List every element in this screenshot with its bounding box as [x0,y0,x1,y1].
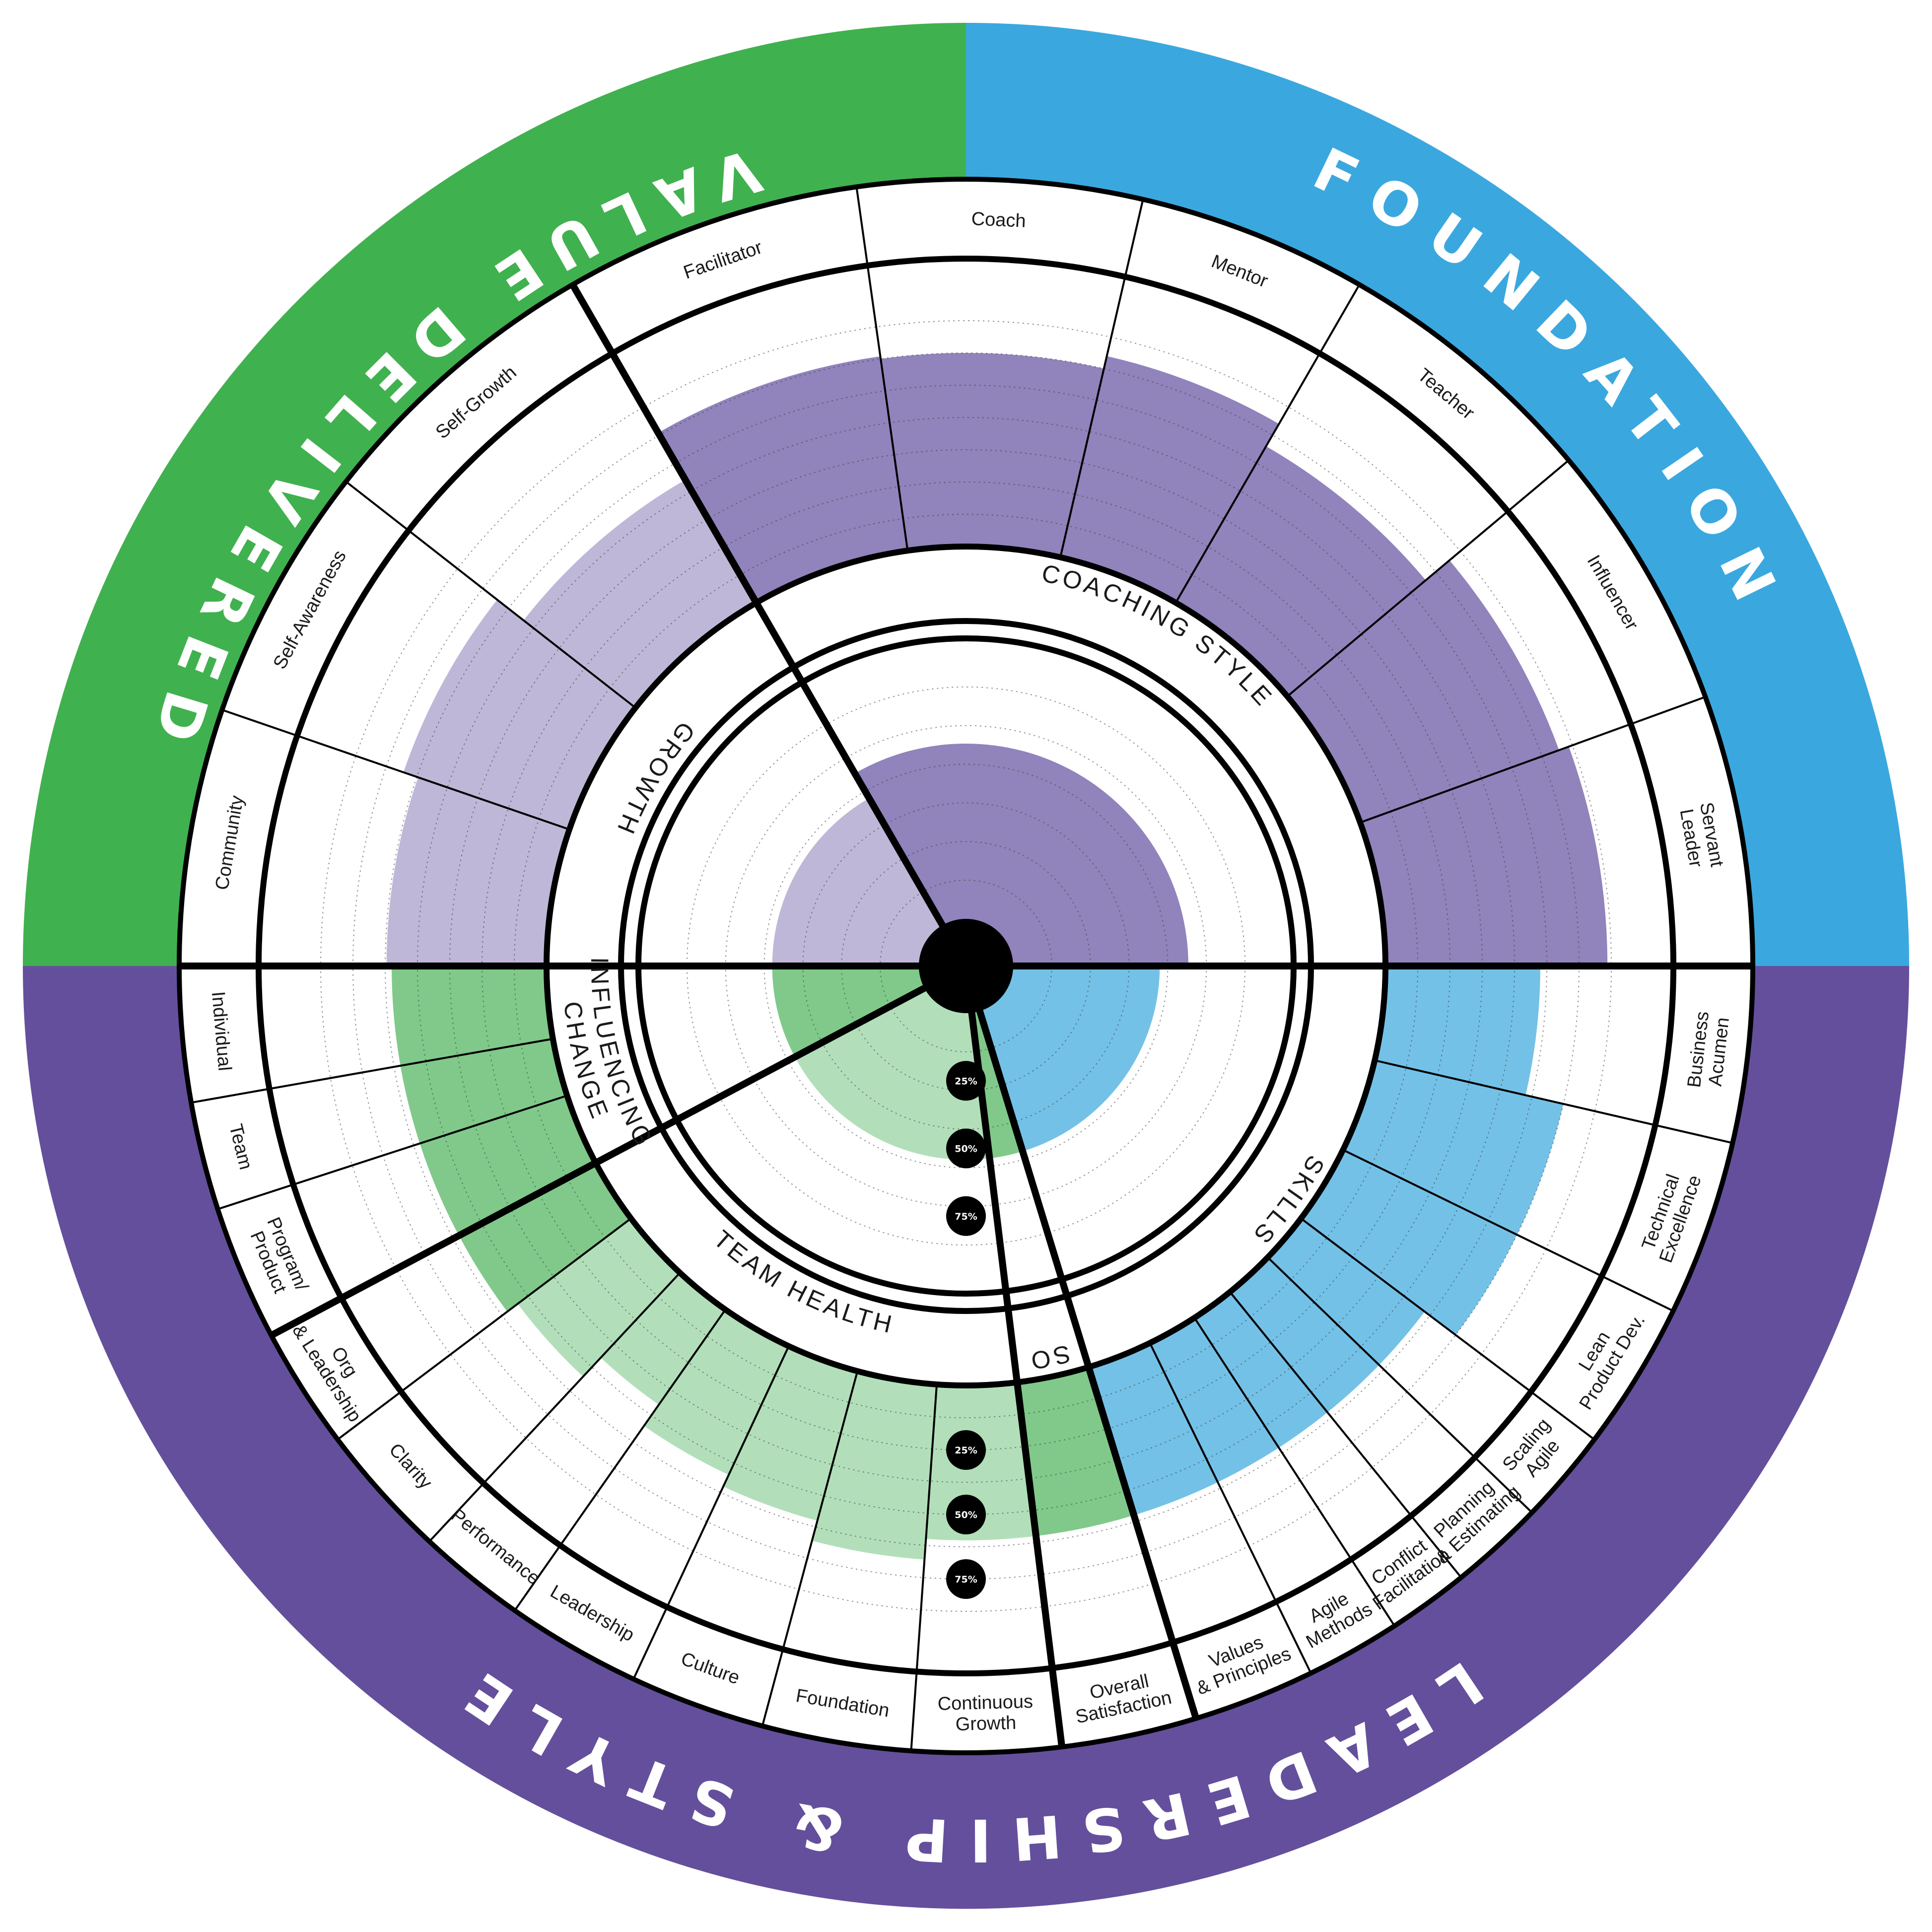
percent-marker: 25% [946,1061,986,1101]
area-fill-growth [772,798,966,966]
percent-marker-label: 75% [955,1574,977,1585]
segment-fill-performance [601,1272,726,1405]
segment-divider [1229,1291,1462,1579]
percent-marker: 75% [946,1196,986,1236]
segment-divider [221,709,570,830]
area-fill-team-health [795,966,990,1160]
percent-marker-dot [946,1559,986,1599]
segment-fill-leadership [644,1310,789,1475]
percent-marker: 75% [946,1559,986,1599]
percent-marker-dot [946,1128,986,1169]
segment-divider [1059,199,1144,558]
segment-label-coach: Coach [971,208,1027,232]
segment-fill-overall-satisfaction [1017,1367,1134,1536]
category-band-leadership-and-style [23,966,1909,1909]
segment-divider [1300,1217,1595,1441]
segment-divider [217,1095,567,1210]
percent-marker-dot [946,1061,986,1101]
divider-lines [179,187,1753,1751]
segment-fill-servant-leader [1360,747,1608,966]
segment-fill-lean-product-dev [1301,1150,1518,1335]
percent-marker: 50% [946,1128,986,1169]
segment-fill-org-and-leadership [459,1163,631,1312]
segment-divider [1374,1059,1733,1144]
segment-fills [386,352,1608,1560]
segment-fill-coach [881,352,1104,557]
percent-marker-label: 25% [955,1445,977,1456]
percent-markers: 25% 50% 75% 25% 50% 75% [946,1061,986,1599]
segment-divider [855,187,909,551]
percent-marker-dot [946,1430,986,1470]
percent-marker: 25% [946,1430,986,1470]
segment-divider [761,1371,859,1726]
segment-fill-facilitator [658,356,908,603]
segment-divider [345,481,636,709]
segment-fill-mentor [1060,356,1279,603]
percent-marker-label: 50% [955,1510,977,1520]
segment-fill-planning-and-estimating [1230,1257,1380,1413]
segment-label-line: Coach [971,208,1027,232]
center-hub [919,919,1013,1013]
segment-label-line: Continuous [937,1691,1033,1715]
segment-divider [1360,696,1706,824]
segment-fill-community [386,777,570,966]
segment-fill-influencer [1287,560,1559,823]
percent-marker-dot [946,1495,986,1534]
segment-divider [191,1037,553,1104]
percent-marker-label: 75% [955,1211,977,1222]
segment-divider [1342,1149,1674,1312]
area-divider [270,982,931,1339]
segment-fill-individual [392,966,553,1066]
percent-marker-label: 50% [955,1144,977,1155]
segment-fill-foundation [812,1371,937,1560]
area-divider [967,1007,1066,1748]
area-fill-skills [966,966,1160,1152]
segment-divider [514,1309,726,1611]
segment-divider [1267,1256,1533,1514]
segment-fill-culture [723,1346,858,1521]
percent-marker-label: 25% [955,1076,977,1087]
segment-divider [428,1272,681,1542]
segment-fill-technical-excellence [1343,1060,1564,1235]
segment-divider [910,1384,938,1751]
segment-divider [1193,1317,1395,1627]
segment-fill-scaling-agile [1267,1218,1425,1365]
segment-divider [632,1345,790,1680]
segment-fill-conflict-facilitation [1194,1292,1328,1448]
segment-fill-program-product [419,1096,596,1236]
segment-divider [337,1217,632,1441]
area-divider [569,282,948,931]
category-band-foundation [966,23,1909,966]
segment-divider [1174,284,1361,604]
segment-fill-team [400,1038,567,1144]
segment-divider [1287,459,1570,697]
segment-fill-teacher [1175,446,1426,696]
category-band-value-delivered [23,23,966,966]
category-rings [23,23,1909,1909]
segment-label-line: Growth [955,1713,1017,1735]
percent-marker-dot [946,1196,986,1236]
percent-marker: 50% [946,1495,986,1534]
segment-fill-self-growth [523,480,757,708]
area-fill-coaching-style [855,744,1188,966]
area-divider [975,1005,1200,1720]
segment-divider [1149,1342,1312,1674]
area-fills [772,744,1188,1160]
segment-fill-business-acumen [1375,966,1541,1096]
segment-fill-self-awareness [403,600,636,829]
segment-fill-clarity [517,1218,680,1377]
segment-fill-agile-methods [1150,1317,1279,1482]
